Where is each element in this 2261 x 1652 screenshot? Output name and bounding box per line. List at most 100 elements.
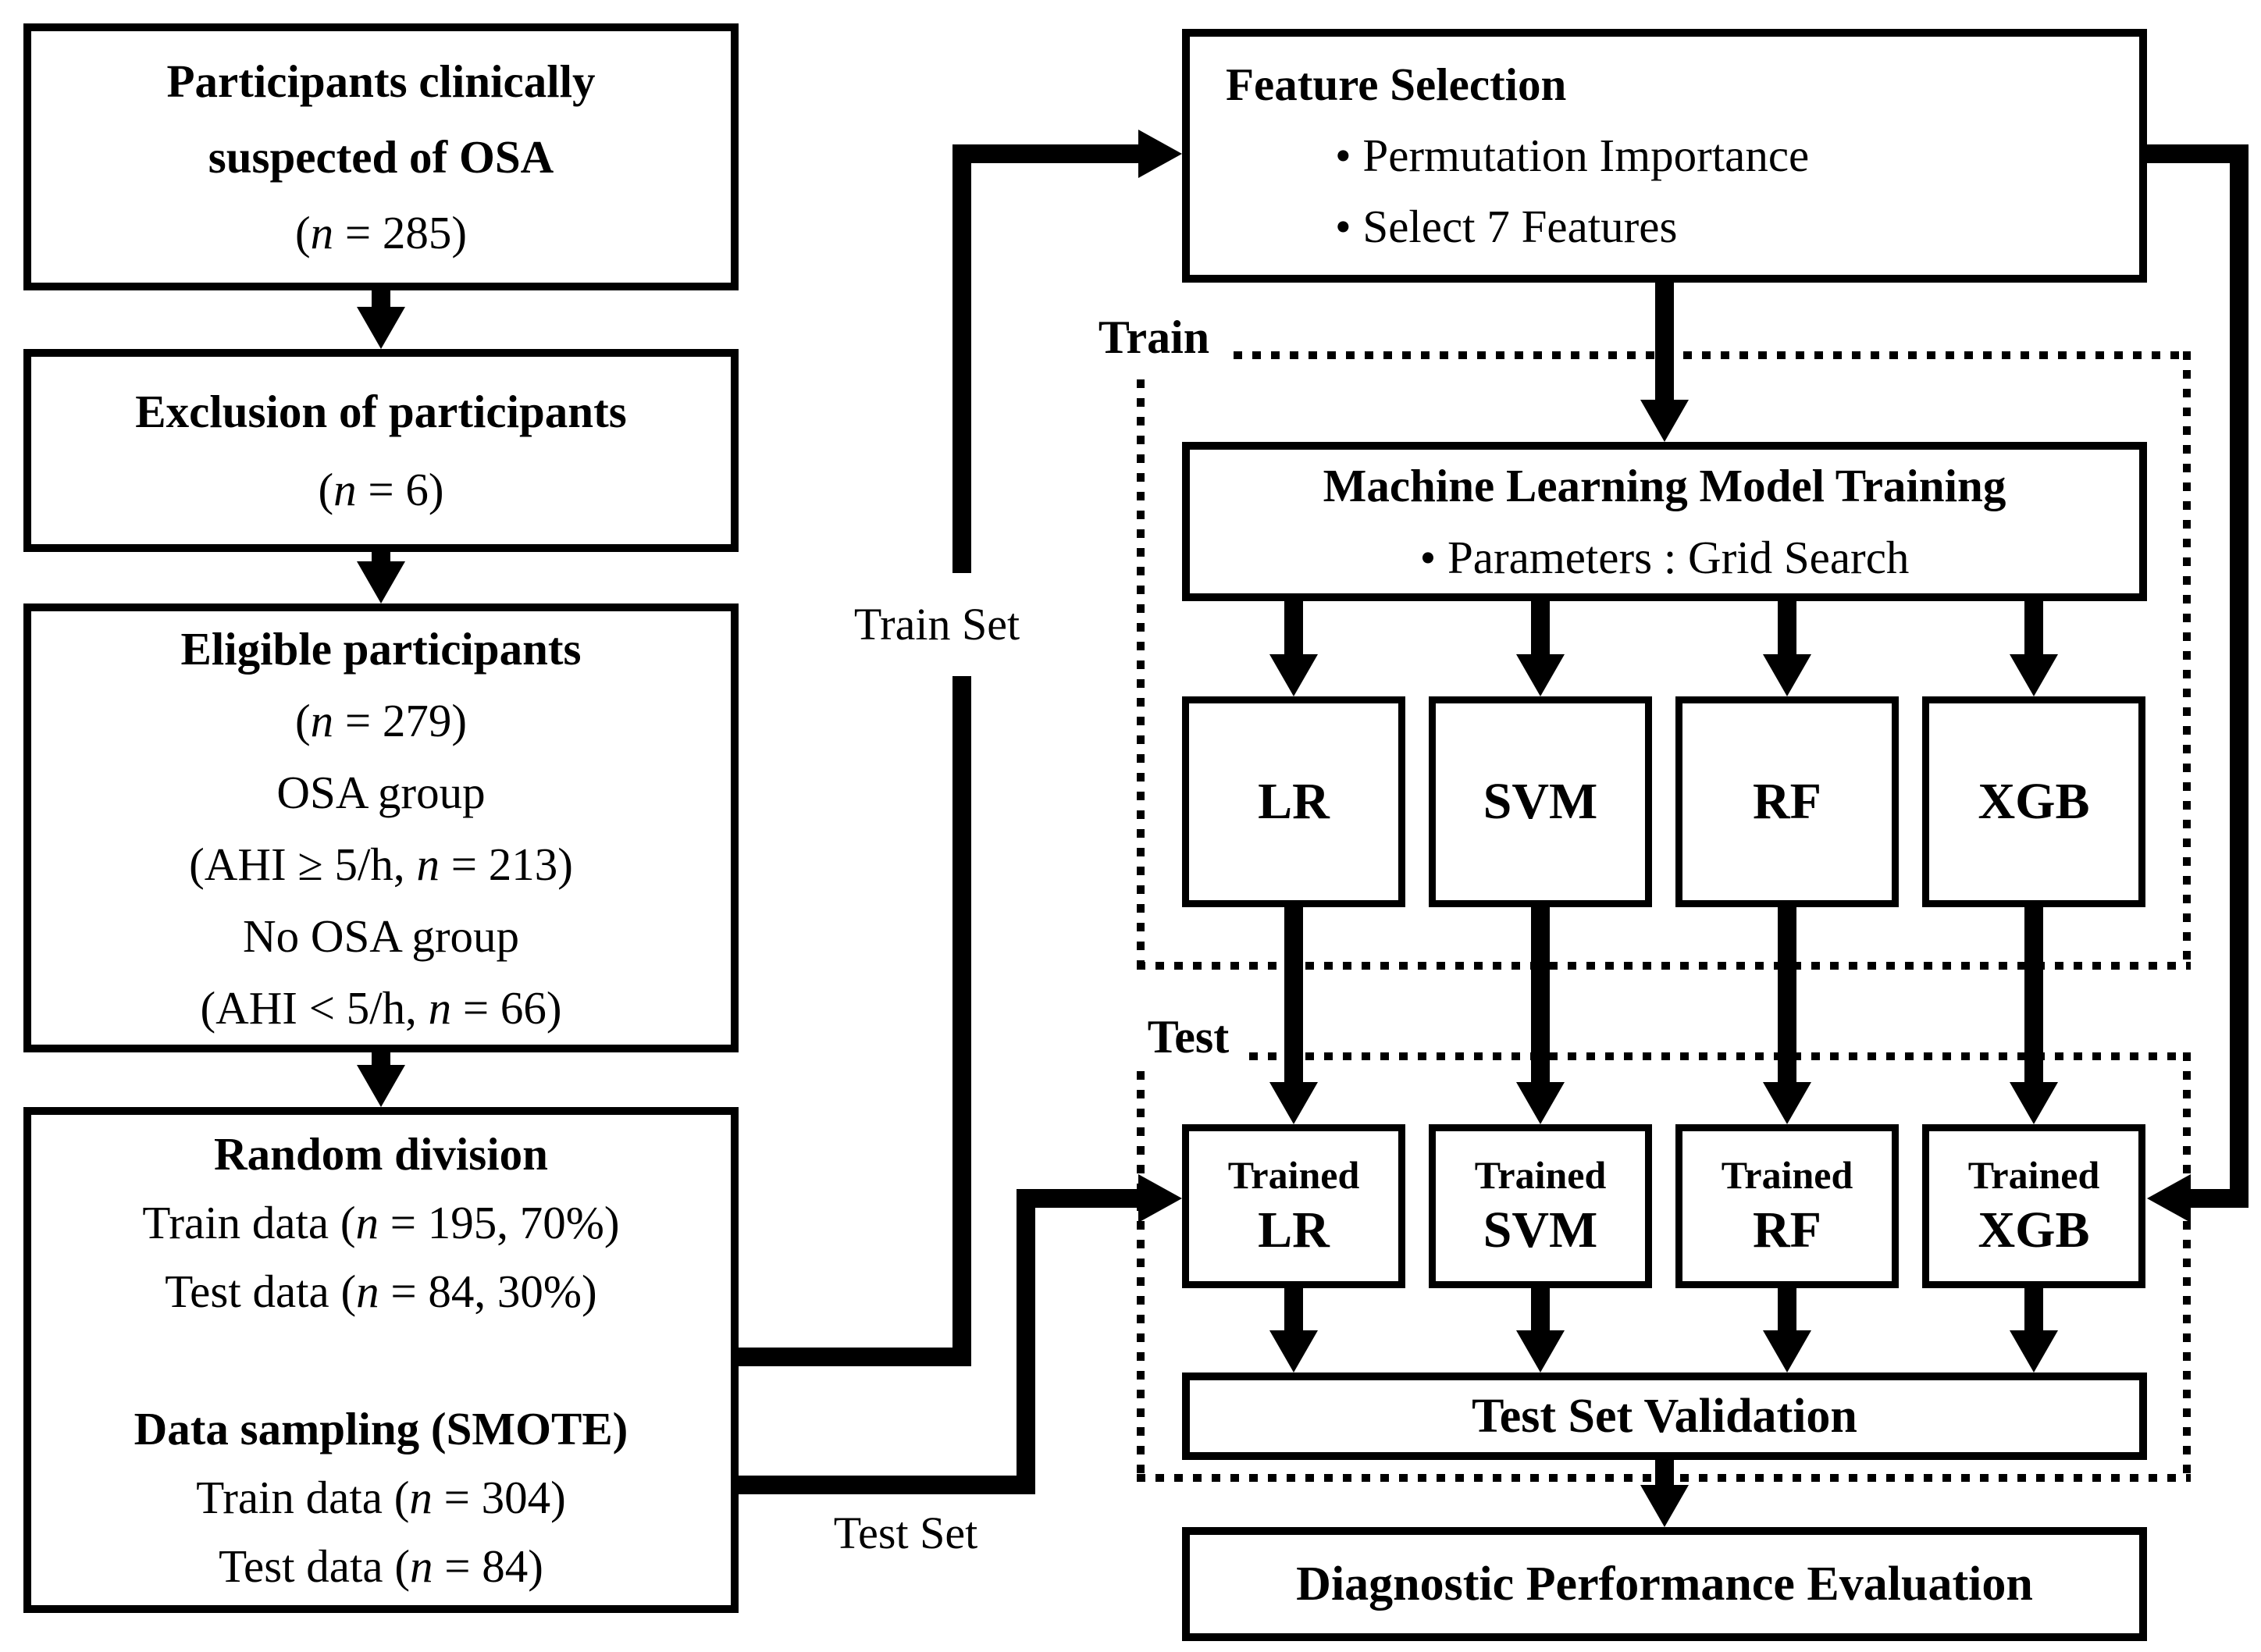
test-set-label: Test Set (833, 1508, 978, 1558)
box-trained-xgb: Trained XGB (1922, 1124, 2145, 1288)
box-division-line: Train data (n = 304) (196, 1472, 566, 1523)
model-label: XGB (1978, 773, 2090, 830)
train-set-connector-to-feature-selection (952, 144, 1140, 163)
arrowhead-down-icon (1516, 1330, 1565, 1373)
arrow-rf-to-trained (1778, 907, 1796, 1085)
arrowhead-down-icon (1763, 1330, 1811, 1373)
box-lr: LR (1182, 696, 1405, 907)
train-set-connector-vertical-lower (952, 676, 971, 1366)
box-trained-svm: Trained SVM (1429, 1124, 1652, 1288)
trained-prefix: Trained (1967, 1153, 2100, 1197)
arrowhead-down-icon (1640, 400, 1689, 442)
box-participants-line: suspected of OSA (208, 130, 554, 183)
loop-connector-right-vertical (2230, 144, 2249, 1206)
box-exclusion-count: (n = 6) (318, 464, 444, 515)
box-exclusion: Exclusion of participants (n = 6) (23, 349, 739, 552)
arrow-trained-lr-to-validation (1284, 1288, 1303, 1332)
box-participants-line: Participants clinically (166, 55, 596, 107)
arrowhead-down-icon (2010, 1082, 2058, 1124)
test-group-border-left (1137, 1071, 1145, 1482)
box-eligible-line: OSA group (276, 766, 486, 818)
arrowhead-down-icon (1763, 654, 1811, 696)
test-group-label: Test (1147, 1011, 1230, 1063)
model-label: LR (1258, 1202, 1330, 1259)
model-label: SVM (1483, 773, 1598, 830)
train-set-label: Train Set (853, 599, 1020, 650)
box-trained-lr: Trained LR (1182, 1124, 1405, 1288)
box-eligible-line: Eligible participants (180, 622, 582, 675)
arrowhead-down-icon (2010, 1330, 2058, 1373)
box-xgb: XGB (1922, 696, 2145, 907)
model-label: LR (1258, 773, 1330, 830)
box-participants: Participants clinically suspected of OSA… (23, 23, 739, 290)
train-group-label: Train (1098, 312, 1210, 363)
arrowhead-down-icon (357, 307, 405, 349)
train-group-border-right (2183, 351, 2191, 970)
trained-prefix: Trained (1227, 1153, 1360, 1197)
arrow-svm-to-trained (1531, 907, 1550, 1085)
arrow-trained-xgb-to-validation (2024, 1288, 2043, 1332)
test-set-connector-horizontal (739, 1476, 1035, 1494)
validation-title: Test Set Validation (1472, 1389, 1857, 1443)
loop-connector-to-trained-xgb (2191, 1189, 2249, 1208)
arrowhead-down-icon (1640, 1485, 1689, 1527)
arrowhead-down-icon (1516, 654, 1565, 696)
box-test-set-validation: Test Set Validation (1182, 1373, 2147, 1460)
box-eligible-line: No OSA group (242, 910, 520, 962)
arrow-training-to-svm (1531, 601, 1550, 657)
arrowhead-down-icon (1269, 1330, 1318, 1373)
box-eligible-count: (AHI ≥ 5/h, n = 213) (189, 838, 573, 890)
arrow-training-to-lr (1284, 601, 1303, 657)
box-feature-selection: Feature Selection • Permutation Importan… (1182, 29, 2147, 283)
arrowhead-down-icon (357, 1065, 405, 1107)
arrow-trained-svm-to-validation (1531, 1288, 1550, 1332)
arrow-xgb-to-trained (2024, 907, 2043, 1085)
box-svm: SVM (1429, 696, 1652, 907)
ml-training-bullet: • Parameters : Grid Search (1419, 532, 1910, 583)
train-group-border-top (1234, 351, 2191, 359)
arrow-training-to-xgb (2024, 601, 2043, 657)
arrow-feature-selection-to-training (1655, 283, 1674, 401)
box-division-line: Data sampling (SMOTE) (134, 1403, 628, 1454)
box-rf: RF (1675, 696, 1899, 907)
test-group-border-top (1249, 1052, 2191, 1060)
arrow-validation-to-evaluation (1655, 1460, 1674, 1488)
box-eligible-count: (AHI < 5/h, n = 66) (200, 981, 562, 1034)
box-random-division: Random division Train data (n = 195, 70%… (23, 1107, 739, 1613)
model-label: RF (1753, 773, 1821, 830)
box-exclusion-line: Exclusion of participants (135, 386, 627, 437)
box-division-line: Random division (214, 1128, 548, 1180)
arrowhead-down-icon (1516, 1082, 1565, 1124)
model-label: SVM (1483, 1202, 1598, 1259)
box-ml-training: Machine Learning Model Training • Parame… (1182, 442, 2147, 601)
arrowhead-down-icon (357, 561, 405, 603)
train-set-connector-vertical-upper (952, 144, 971, 573)
feature-selection-bullet: • Select 7 Features (1335, 201, 1678, 252)
arrow-training-to-rf (1778, 601, 1796, 657)
ml-training-title: Machine Learning Model Training (1323, 460, 2006, 511)
box-division-line: Train data (n = 195, 70%) (142, 1197, 620, 1248)
box-division-line: Test data (n = 84) (219, 1540, 543, 1592)
box-division-line: Test data (n = 84, 30%) (165, 1266, 597, 1317)
arrowhead-left-icon (2147, 1174, 2191, 1223)
evaluation-title: Diagnostic Performance Evaluation (1296, 1557, 2033, 1611)
box-participants-count: (n = 285) (294, 206, 468, 258)
train-set-connector-horizontal (739, 1348, 971, 1366)
box-eligible: Eligible participants (n = 279) OSA grou… (23, 603, 739, 1052)
arrow-trained-rf-to-validation (1778, 1288, 1796, 1332)
test-set-connector-vertical (1017, 1189, 1035, 1494)
arrowhead-down-icon (1269, 1082, 1318, 1124)
arrowhead-down-icon (2010, 654, 2058, 696)
trained-prefix: Trained (1721, 1153, 1853, 1197)
feature-selection-title: Feature Selection (1226, 59, 1567, 110)
model-label: XGB (1978, 1202, 2090, 1259)
test-group-border-right (2183, 1052, 2191, 1482)
feature-selection-bullet: • Permutation Importance (1335, 130, 1810, 181)
train-group-border-bottom (1137, 962, 2191, 970)
test-set-connector-to-trained-lr (1017, 1189, 1140, 1208)
arrowhead-right-icon (1138, 1174, 1182, 1223)
arrow-lr-to-trained (1284, 907, 1303, 1085)
box-trained-rf: Trained RF (1675, 1124, 1899, 1288)
model-label: RF (1753, 1202, 1821, 1259)
